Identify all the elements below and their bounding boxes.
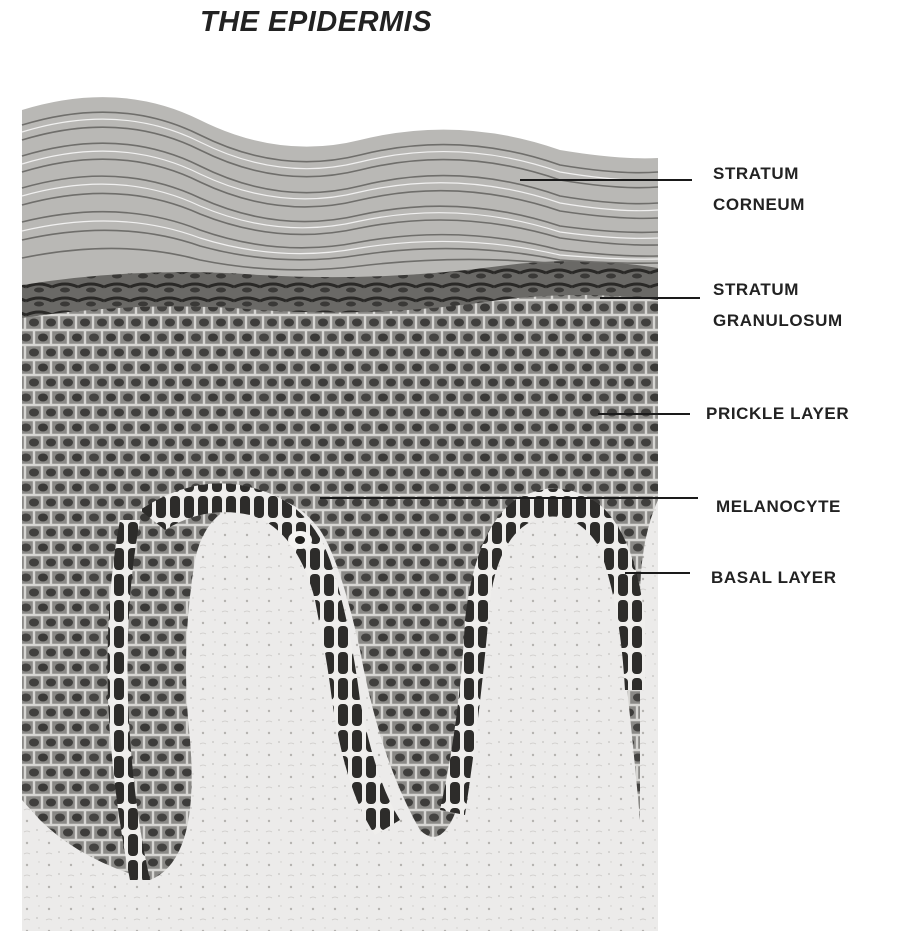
label-stratum-granulosum-line2: GRANULOSUM	[713, 305, 843, 336]
label-stratum-granulosum: STRATUM GRANULOSUM	[713, 274, 843, 336]
label-stratum-corneum-line2: CORNEUM	[713, 189, 805, 220]
label-basal-layer: BASAL LAYER	[711, 562, 837, 593]
label-prickle-layer: PRICKLE LAYER	[706, 398, 849, 429]
melanocyte-cell	[288, 531, 312, 549]
label-stratum-granulosum-line1: STRATUM	[713, 274, 843, 305]
label-stratum-corneum-line1: STRATUM	[713, 158, 805, 189]
label-melanocyte: MELANOCYTE	[716, 491, 841, 522]
stratum-corneum-region	[22, 97, 658, 285]
label-stratum-corneum: STRATUM CORNEUM	[713, 158, 805, 220]
